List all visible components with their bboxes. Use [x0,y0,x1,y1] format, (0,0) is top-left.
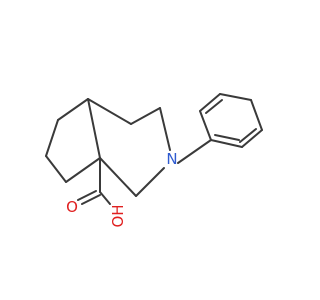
bonds [45,93,263,205]
bond [199,110,212,141]
structure-diagram: N O OH [45,93,263,228]
bond [130,107,161,125]
molecule-svg: N O OH [45,93,263,228]
bond [250,99,263,131]
bond [45,119,59,157]
bond [210,139,243,148]
bond [241,129,263,148]
bond [57,98,89,121]
bond [45,155,67,183]
bond [87,98,132,125]
nitrogen-atom-label: N [166,150,177,168]
bond [77,190,97,201]
bond [99,191,111,205]
bond [87,98,101,159]
bond [214,134,240,141]
bond [219,93,252,101]
bond [65,157,101,183]
hydroxyl-label: OH [109,204,127,227]
atom-labels: N O OH [66,150,178,228]
bond [199,93,221,112]
bond [99,157,137,197]
bond [159,107,171,151]
bond [81,194,101,205]
bond [135,167,165,197]
bond [177,139,212,164]
carbonyl-oxygen-label: O [66,198,78,216]
bond [205,99,223,114]
bond [239,128,257,143]
